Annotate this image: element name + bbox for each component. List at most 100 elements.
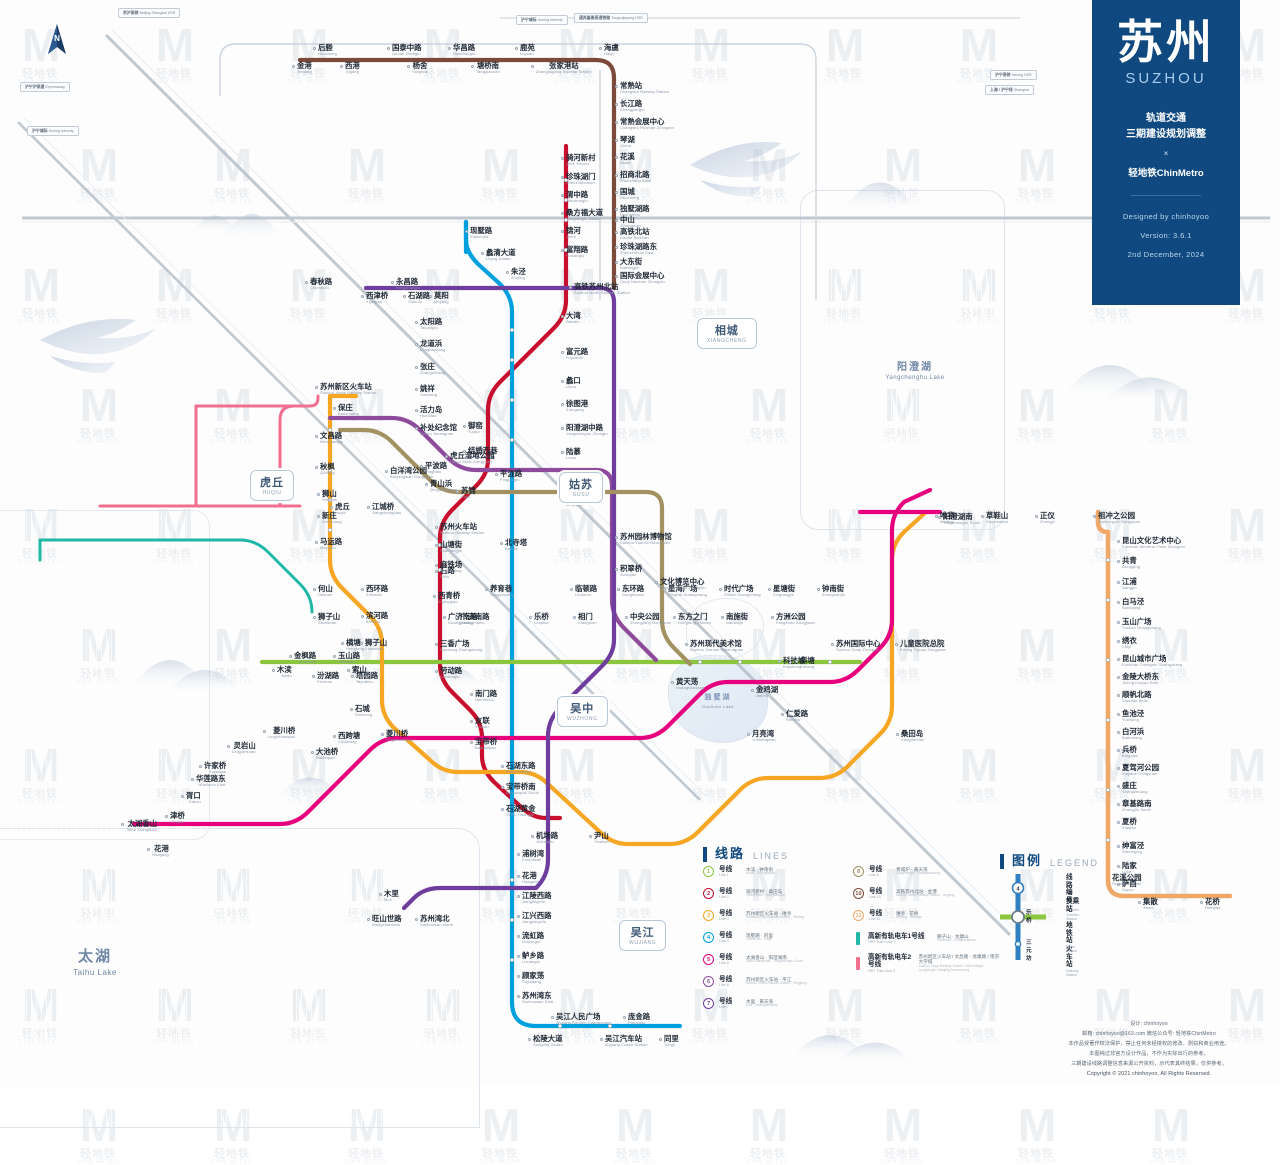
station-dot[interactable] bbox=[340, 65, 343, 68]
station-dot[interactable] bbox=[315, 386, 318, 389]
station-dot[interactable] bbox=[1117, 883, 1120, 886]
station-dot[interactable] bbox=[938, 516, 941, 519]
station-dot[interactable] bbox=[671, 681, 674, 684]
station-dot[interactable] bbox=[199, 765, 202, 768]
station-dot[interactable] bbox=[387, 47, 390, 50]
station-dot[interactable] bbox=[361, 615, 364, 618]
station-dot[interactable] bbox=[315, 541, 318, 544]
station-dot[interactable] bbox=[895, 643, 898, 646]
station-dot[interactable] bbox=[500, 542, 503, 545]
station-dot[interactable] bbox=[817, 588, 820, 591]
station-dot[interactable] bbox=[311, 751, 314, 754]
station-dot[interactable] bbox=[569, 286, 572, 289]
station-dot[interactable] bbox=[470, 693, 473, 696]
station-dot[interactable] bbox=[1138, 901, 1141, 904]
station-dot[interactable] bbox=[415, 427, 418, 430]
station-dot[interactable] bbox=[121, 823, 124, 826]
station-dot[interactable] bbox=[415, 388, 418, 391]
station-dot[interactable] bbox=[1117, 803, 1120, 806]
station-dot[interactable] bbox=[361, 588, 364, 591]
station-dot[interactable] bbox=[289, 655, 292, 658]
station-dot[interactable] bbox=[561, 249, 564, 252]
station-label[interactable]: 科技城Kejicheng bbox=[783, 657, 805, 669]
station-dot[interactable] bbox=[1117, 767, 1120, 770]
station-dot[interactable] bbox=[615, 219, 618, 222]
station-dot[interactable] bbox=[361, 295, 364, 298]
station-dot[interactable] bbox=[315, 435, 318, 438]
station-dot[interactable] bbox=[617, 588, 620, 591]
station-dot[interactable] bbox=[456, 490, 459, 493]
station-dot[interactable] bbox=[165, 815, 168, 818]
station-dot[interactable] bbox=[191, 778, 194, 781]
station-dot[interactable] bbox=[433, 595, 436, 598]
station-dot[interactable] bbox=[515, 47, 518, 50]
station-dot[interactable] bbox=[485, 588, 488, 591]
station-dot[interactable] bbox=[391, 281, 394, 284]
station-dot[interactable] bbox=[313, 588, 316, 591]
station-dot[interactable] bbox=[381, 733, 384, 736]
station-dot[interactable] bbox=[795, 660, 798, 663]
station-dot[interactable] bbox=[465, 230, 468, 233]
station-dot[interactable] bbox=[625, 616, 628, 619]
station-dot[interactable] bbox=[330, 506, 333, 509]
station-dot[interactable] bbox=[751, 689, 754, 692]
station-dot[interactable] bbox=[599, 47, 602, 50]
station-dot[interactable] bbox=[367, 918, 370, 921]
station-dot[interactable] bbox=[1117, 640, 1120, 643]
station-dot[interactable] bbox=[615, 191, 618, 194]
station-dot[interactable] bbox=[463, 425, 466, 428]
station-dot[interactable] bbox=[272, 669, 275, 672]
station-dot[interactable] bbox=[831, 643, 834, 646]
